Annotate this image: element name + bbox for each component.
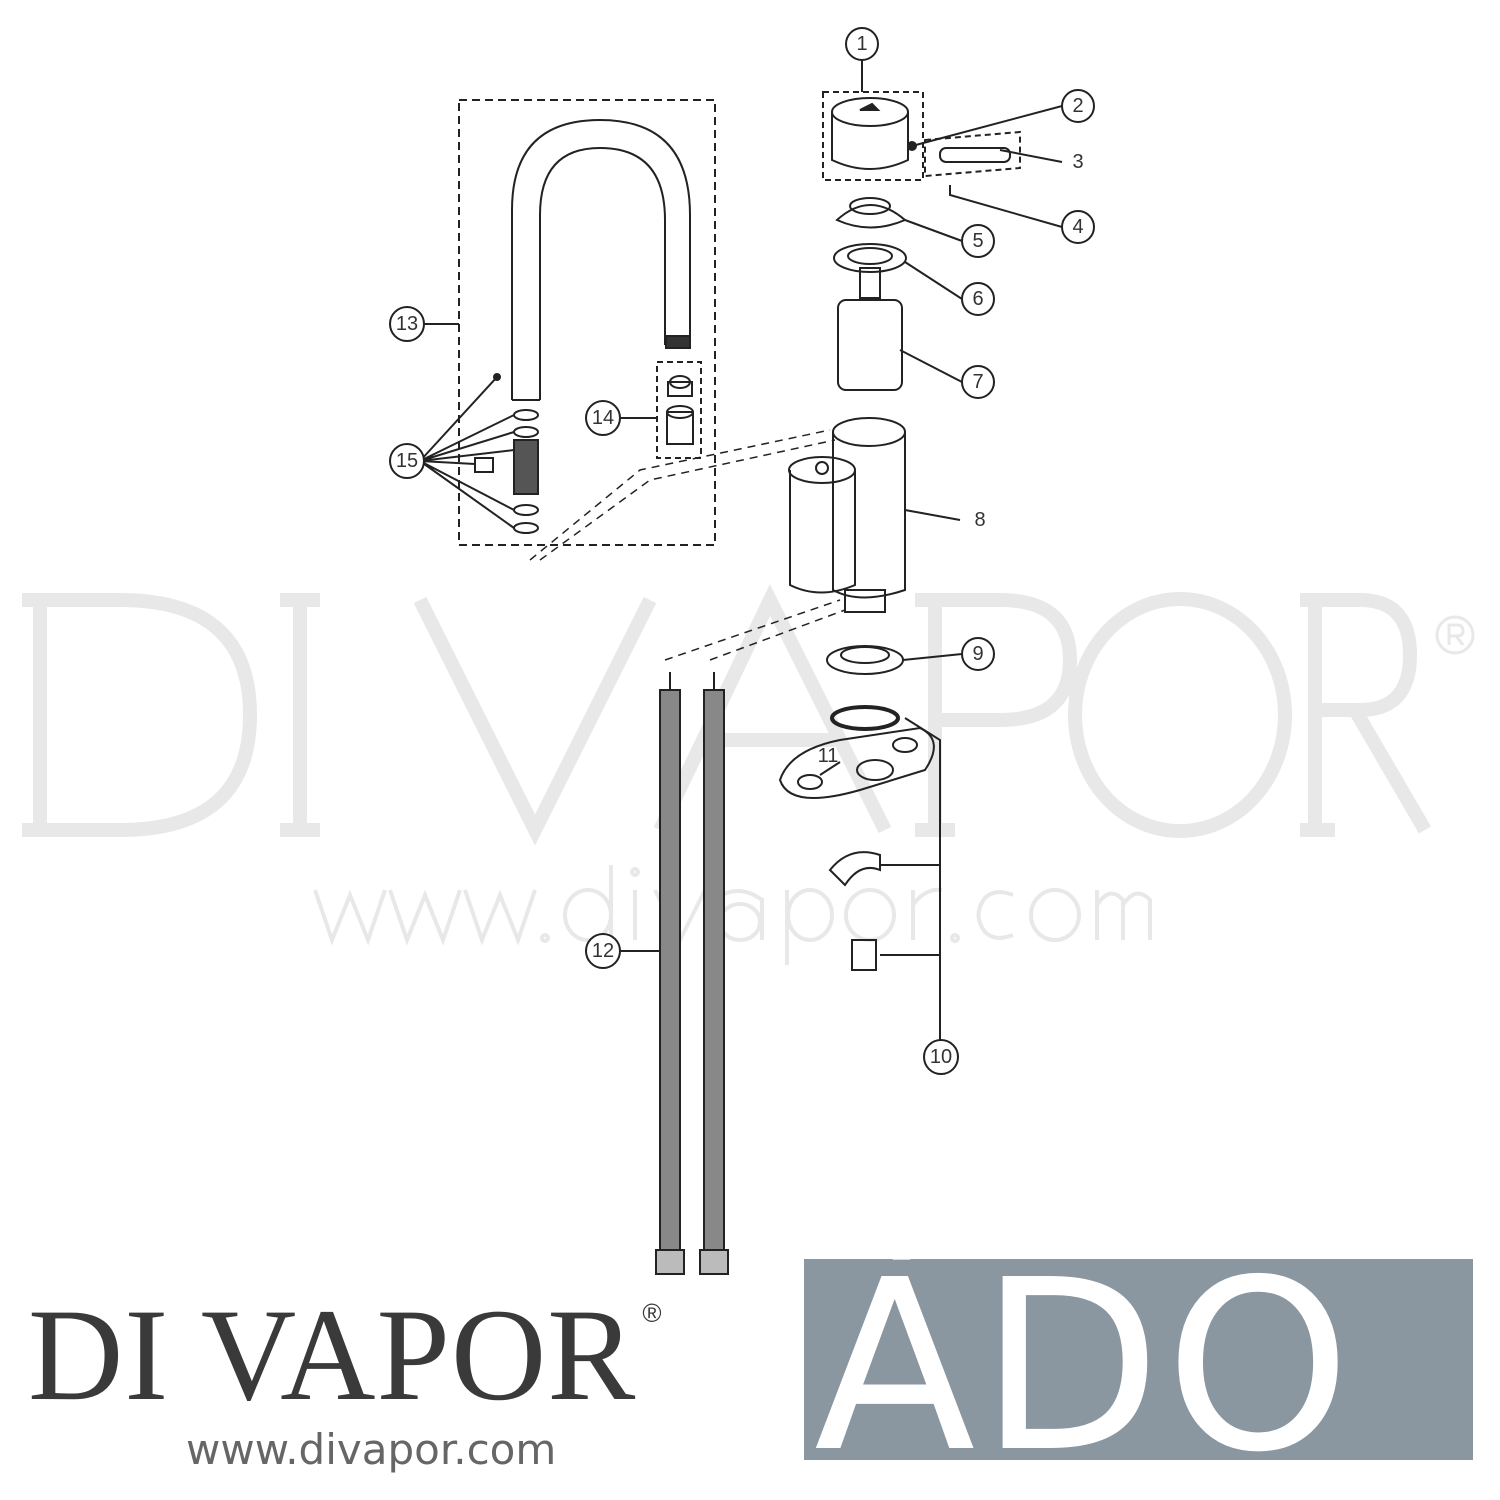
svg-text:8: 8 [974,509,985,531]
svg-text:14: 14 [592,407,614,429]
callout-3: 3 [1072,151,1083,173]
svg-text:11: 11 [818,745,839,767]
watermark-registered-picture [1435,615,1475,655]
callout-1: 1 [845,27,879,61]
svg-text:15: 15 [396,450,418,472]
spout-kit-box [458,99,716,546]
jado-logo: ÀDO [804,1259,1473,1460]
watermark-brand-picture [22,584,1432,846]
callout-11: 11 [818,745,839,767]
flexible-hoses [655,672,729,1275]
svg-text:3: 3 [1072,151,1083,173]
svg-text:4: 4 [1072,216,1083,238]
svg-text:12: 12 [592,940,614,962]
callout-9: 9 [961,637,995,671]
divapor-url: www.divapor.com [186,1425,557,1474]
callout-8: 8 [974,509,985,531]
aerator-box [656,361,702,459]
callout-14: 14 [585,400,621,436]
callout-7: 7 [961,365,995,399]
svg-text:1: 1 [856,33,867,55]
svg-text:6: 6 [972,288,983,310]
callout-12: 12 [585,933,621,969]
svg-text:2: 2 [1072,95,1083,117]
callout-15: 15 [389,443,425,479]
callout-5: 5 [961,224,995,258]
callout-10: 10 [923,1039,959,1075]
callout-4: 4 [1061,210,1095,244]
jado-logo-text: ÀDO [814,1259,1355,1460]
divapor-logo: DI VAPOR [28,1281,637,1428]
svg-text:10: 10 [930,1046,952,1068]
callout-13: 13 [389,306,425,342]
svg-text:13: 13 [396,313,418,335]
svg-text:9: 9 [972,643,983,665]
callout-6: 6 [961,282,995,316]
svg-text:7: 7 [972,371,983,393]
spout [511,118,691,400]
divapor-logo-row: DI VAPOR ® [28,1282,662,1427]
callout-2: 2 [1061,89,1095,123]
divapor-logo-registered: ® [642,1298,662,1328]
svg-text:5: 5 [972,230,983,252]
